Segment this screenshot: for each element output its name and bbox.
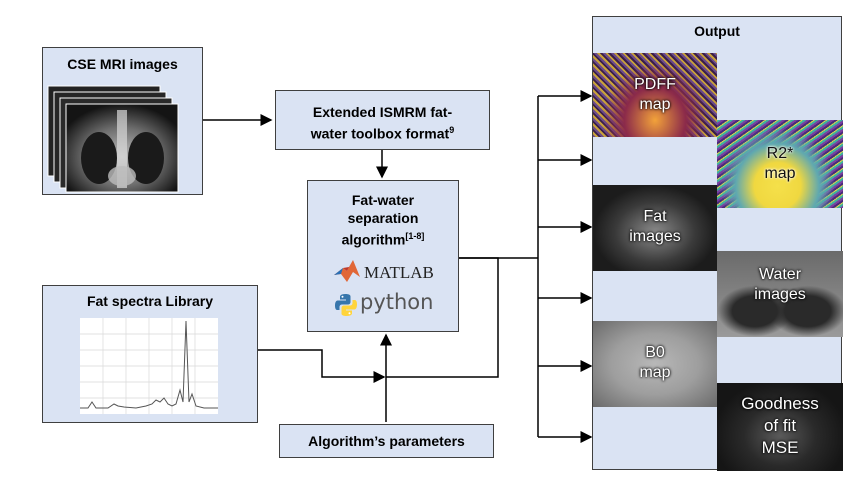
algorithm-line1: Fat-water (351, 192, 415, 208)
mri-image-stack (47, 85, 179, 193)
goodness-of-fit-label-line2: of fit (763, 416, 797, 435)
cse-mri-title: CSE MRI images (67, 56, 178, 72)
ismrm-format-box: Extended ISMRM fat- water toolbox format… (275, 90, 490, 150)
r2star-map-image: R2* map (717, 120, 843, 208)
b0-map-image: B0 map (593, 321, 717, 407)
algorithm-line3: algorithm (341, 231, 406, 248)
arrow-fatspectra-to-algorithm (258, 349, 386, 383)
pdff-map-label-line1: PDFF (634, 76, 676, 93)
output-box: Output PDFF map R2* map Fat images Water… (592, 16, 843, 471)
fat-images-image: Fat images (593, 185, 717, 271)
algorithm-box: Fat-water separation algorithm[1-8] MATL… (307, 180, 459, 332)
algorithm-parameters-box: Algorithm’s parameters (279, 424, 494, 458)
algorithm-line2: separation (347, 210, 419, 226)
ismrm-line1: Extended ISMRM fat- (312, 104, 453, 120)
python-label: python (360, 290, 434, 314)
water-images-image: Water images (717, 251, 843, 337)
algorithm-parameters-label: Algorithm’s parameters (308, 433, 465, 449)
fat-spectrum-plot (80, 318, 218, 414)
pdff-map-label-line2: map (639, 96, 671, 113)
b0-map-label-line1: B0 (645, 344, 665, 361)
water-images-label-line2: images (754, 286, 806, 303)
r2star-map-label-line2: map (764, 165, 796, 182)
ismrm-line2: water toolbox format (310, 125, 450, 142)
fat-images-label-line2: images (629, 228, 681, 245)
fat-images-label-line1: Fat (643, 208, 667, 225)
fat-spectra-box: Fat spectra Library (42, 285, 258, 423)
output-title: Output (694, 23, 740, 39)
matlab-logo-icon (334, 260, 360, 282)
python-logo-icon (335, 294, 357, 316)
goodness-of-fit-mse-image: Goodness of fit MSE (717, 383, 843, 471)
r2star-map-label-line1: R2* (766, 145, 794, 162)
goodness-of-fit-label-line1: Goodness (741, 394, 819, 413)
b0-map-label-line2: map (639, 364, 671, 381)
matlab-label: MATLAB (364, 263, 434, 282)
water-images-label-line1: Water (758, 266, 802, 283)
cse-mri-box: CSE MRI images (42, 47, 203, 195)
ismrm-reference: 9 (449, 125, 455, 135)
fat-spectra-title: Fat spectra Library (86, 293, 214, 309)
algorithm-reference: [1-8] (405, 231, 425, 241)
pdff-map-image: PDFF map (593, 53, 717, 137)
goodness-of-fit-label-line3: MSE (761, 438, 799, 457)
